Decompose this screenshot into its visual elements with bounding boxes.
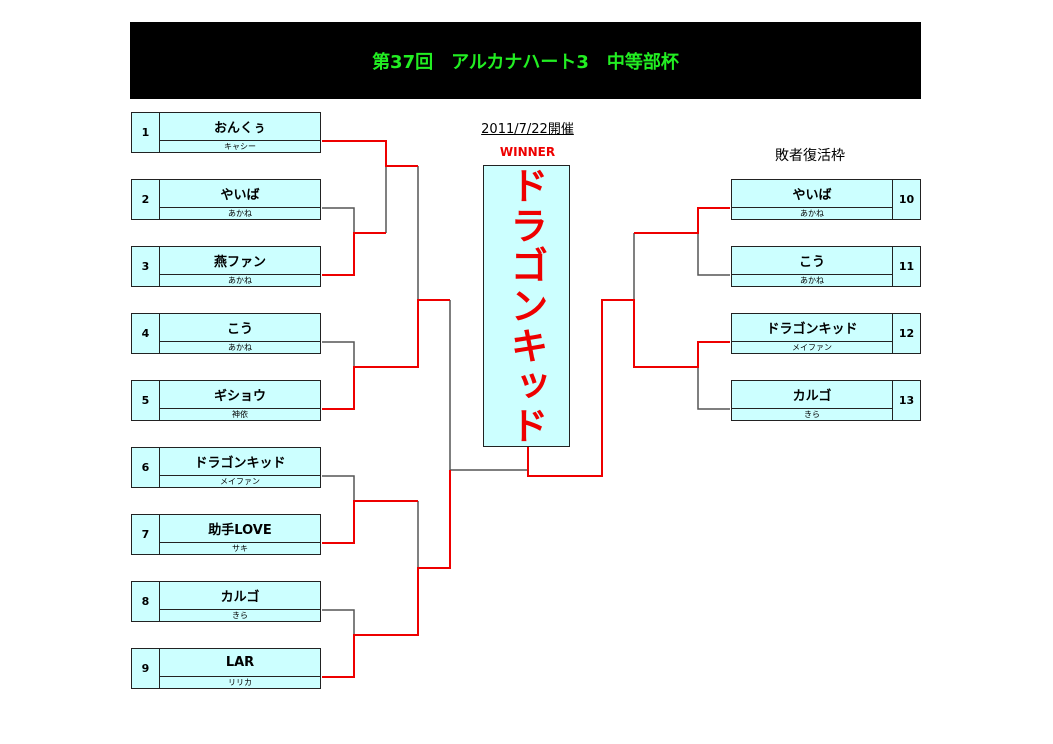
character-name: あかね bbox=[228, 343, 252, 352]
seed-number: 1 bbox=[132, 113, 160, 152]
seed-number: 8 bbox=[132, 582, 160, 621]
player-name: ドラゴンキッド bbox=[160, 448, 320, 476]
seed-number: 6 bbox=[132, 448, 160, 487]
character-name: キャシー bbox=[224, 142, 256, 151]
character-name: メイファン bbox=[220, 477, 260, 486]
player-name: こう bbox=[160, 314, 320, 342]
seed-number: 5 bbox=[132, 381, 160, 420]
character-name: リリカ bbox=[228, 678, 252, 687]
loser-bracket-label: 敗者復活枠 bbox=[775, 148, 845, 164]
player-name: やいば bbox=[160, 180, 320, 208]
seed-number: 9 bbox=[132, 649, 160, 688]
seed-number: 3 bbox=[132, 247, 160, 286]
seed-number: 13 bbox=[892, 381, 920, 420]
seed-number: 2 bbox=[132, 180, 160, 219]
seed-number: 10 bbox=[892, 180, 920, 219]
seed-number: 12 bbox=[892, 314, 920, 353]
character-name: 神依 bbox=[232, 410, 248, 419]
character-name: あかね bbox=[228, 276, 252, 285]
player-name: 燕ファン bbox=[160, 247, 320, 275]
character-name: あかね bbox=[228, 209, 252, 218]
player-name: こう bbox=[732, 247, 892, 275]
character-name: メイファン bbox=[792, 343, 832, 352]
character-name: きら bbox=[232, 611, 248, 620]
character-name: あかね bbox=[800, 276, 824, 285]
character-name: きら bbox=[804, 410, 820, 419]
winner-label: WINNER bbox=[499, 145, 556, 159]
player-name: ドラゴンキッド bbox=[732, 314, 892, 342]
player-name: おんくぅ bbox=[160, 113, 320, 141]
player-name: 助手LOVE bbox=[160, 515, 320, 543]
player-name: LAR bbox=[160, 649, 320, 677]
seed-number: 7 bbox=[132, 515, 160, 554]
character-name: あかね bbox=[800, 209, 824, 218]
player-name: やいば bbox=[732, 180, 892, 208]
event-date: 2011/7/22開催 bbox=[481, 122, 574, 137]
seed-number: 11 bbox=[892, 247, 920, 286]
player-name: ギショウ bbox=[160, 381, 320, 409]
player-name: カルゴ bbox=[160, 582, 320, 610]
character-name: サキ bbox=[232, 544, 248, 553]
seed-number: 4 bbox=[132, 314, 160, 353]
tournament-title: 第37回 アルカナハート3 中等部杯 bbox=[130, 22, 921, 99]
player-name: カルゴ bbox=[732, 381, 892, 409]
winner-box: ドラゴンキッド bbox=[483, 165, 570, 447]
